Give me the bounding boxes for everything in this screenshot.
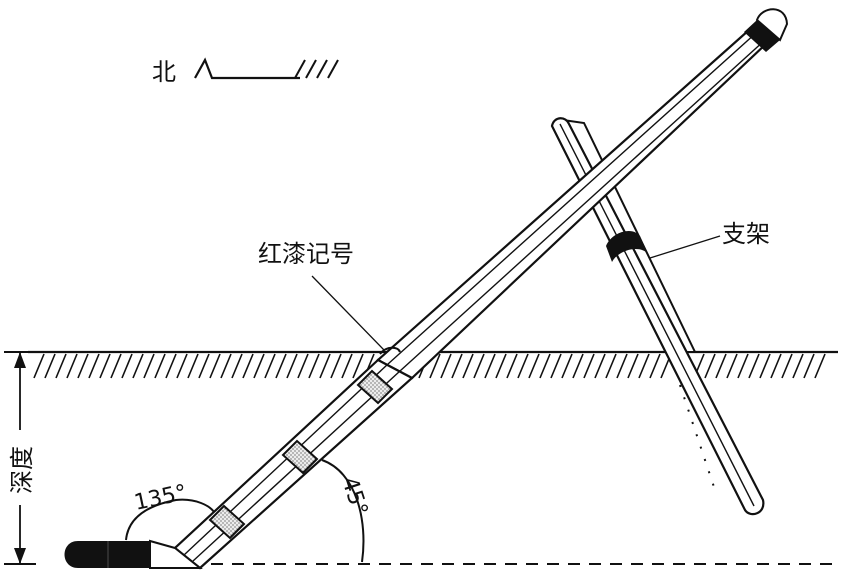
hatch-stroke: [121, 353, 133, 379]
hatch-stroke: [561, 353, 573, 379]
hatch-stroke: [814, 353, 826, 379]
hatch-stroke: [440, 353, 452, 379]
hatch-stroke: [110, 353, 122, 379]
hatch-stroke: [616, 353, 628, 379]
hatch-stroke: [77, 353, 89, 379]
mark-callout: 红漆记号: [258, 240, 385, 351]
hatch-stroke: [176, 353, 188, 379]
hatch-stroke: [605, 353, 617, 379]
hatch-stroke: [638, 353, 650, 379]
hatch-stroke: [517, 353, 529, 379]
hatch-stroke: [143, 353, 155, 379]
hatch-stroke: [55, 353, 67, 379]
hatch-stroke: [539, 353, 551, 379]
hatch-stroke: [66, 353, 78, 379]
hatch-stroke: [319, 353, 331, 379]
hatch-stroke: [220, 353, 232, 379]
hatch-stroke: [352, 353, 364, 379]
hatch-stroke: [737, 353, 749, 379]
ground-surface: [28, 350, 838, 379]
north-indicator: 北: [152, 57, 339, 86]
angle-135-label: 135°: [132, 480, 189, 515]
mark-label: 红漆记号: [258, 240, 354, 268]
hatch-stroke: [429, 353, 441, 379]
depth-label: 深度: [8, 446, 36, 494]
depth-dimension: 深度: [4, 351, 36, 565]
hatch-stroke: [473, 353, 485, 379]
hatch-stroke: [99, 353, 111, 379]
hatch-stroke: [88, 353, 100, 379]
hatch-stroke: [308, 353, 320, 379]
hatch-stroke: [528, 353, 540, 379]
hatch-stroke: [484, 353, 496, 379]
hatch-stroke: [759, 353, 771, 379]
hatch-stroke: [495, 353, 507, 379]
hatch-stroke: [264, 353, 276, 379]
hatch-stroke: [506, 353, 518, 379]
hatch-stroke: [198, 353, 210, 379]
support-callout: 支架: [649, 220, 770, 259]
north-label: 北: [152, 58, 176, 86]
support-label: 支架: [722, 220, 770, 248]
measuring-rod: [64, 8, 789, 570]
hatch-stroke: [550, 353, 562, 379]
hatch-stroke: [154, 353, 166, 379]
hatch-stroke: [286, 353, 298, 379]
hatch-stroke: [462, 353, 474, 379]
hatch-stroke: [649, 353, 661, 379]
hatch-stroke: [451, 353, 463, 379]
hatch-stroke: [715, 353, 727, 379]
hatch-stroke: [803, 353, 815, 379]
hatch-stroke: [44, 353, 56, 379]
hatch-stroke: [330, 353, 342, 379]
hatch-stroke: [33, 353, 45, 379]
hatch-stroke: [165, 353, 177, 379]
hatch-stroke: [583, 353, 595, 379]
hatch-stroke: [132, 353, 144, 379]
hatch-stroke: [187, 353, 199, 379]
hatch-stroke: [781, 353, 793, 379]
hatch-stroke: [770, 353, 782, 379]
hatch-stroke: [275, 353, 287, 379]
hatch-stroke: [748, 353, 760, 379]
hatch-stroke: [627, 353, 639, 379]
hatch-stroke: [231, 353, 243, 379]
hatch-stroke: [253, 353, 265, 379]
hatch-stroke: [594, 353, 606, 379]
angle-45-label: 45°: [336, 474, 372, 519]
hatch-stroke: [341, 353, 353, 379]
hatch-stroke: [297, 353, 309, 379]
hatch-stroke: [242, 353, 254, 379]
hatch-stroke: [726, 353, 738, 379]
hatch-stroke: [792, 353, 804, 379]
hatch-stroke: [209, 353, 221, 379]
hatch-stroke: [704, 353, 716, 379]
hatch-stroke: [572, 353, 584, 379]
